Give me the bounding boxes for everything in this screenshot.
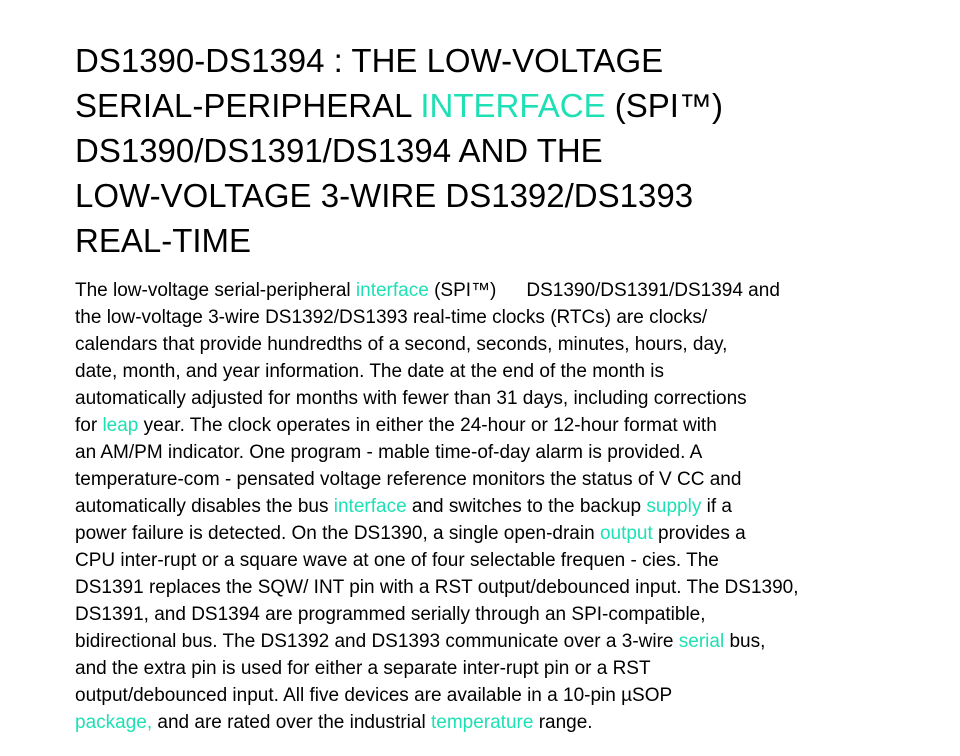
body-text: if a [701, 496, 732, 517]
body-text: and are rated over the industrial [152, 712, 431, 733]
interface-link[interactable]: interface [355, 280, 429, 301]
title-line: DS1390-DS1394 : THE LOW-VOLTAGE [75, 38, 935, 83]
body-line: DS1391, and DS1394 are programmed serial… [75, 601, 935, 628]
body-line: automatically disables the bus interface… [75, 493, 935, 520]
body-text: and switches to the backup [406, 496, 647, 517]
title-line: LOW-VOLTAGE 3-WIRE DS1392/DS1393 [75, 173, 935, 218]
document-title: DS1390-DS1394 : THE LOW-VOLTAGE SERIAL-P… [75, 38, 935, 263]
body-line: CPU inter-rupt or a square wave at one o… [75, 547, 935, 574]
body-line: date, month, and year information. The d… [75, 358, 935, 385]
title-line: REAL-TIME [75, 218, 935, 263]
body-line: output/debounced input. All five devices… [75, 682, 935, 709]
leap-link[interactable]: leap [102, 415, 139, 436]
supply-link[interactable]: supply [646, 496, 702, 517]
body-text: for [75, 415, 103, 436]
body-text: provides a [652, 523, 746, 544]
body-line: The low-voltage serial-peripheral interf… [75, 277, 935, 304]
body-line: temperature-com - pensated voltage refer… [75, 466, 935, 493]
body-line: the low-voltage 3-wire DS1392/DS1393 rea… [75, 304, 935, 331]
body-line: calendars that provide hundredths of a s… [75, 331, 935, 358]
body-text: date, month, and year information. The d… [75, 361, 665, 382]
serial-link[interactable]: serial [678, 631, 725, 652]
title-highlight-link[interactable]: INTERFACE [420, 87, 606, 124]
title-text: SERIAL-PERIPHERAL [75, 87, 421, 124]
body-line: automatically adjusted for months with f… [75, 385, 935, 412]
body-line: bidirectional bus. The DS1392 and DS1393… [75, 628, 935, 655]
body-text: DS1390/DS1391/DS1394 and [526, 280, 780, 301]
body-text: year. The clock operates in either the 2… [138, 415, 717, 436]
body-text: DS1391 replaces the SQW/ INT pin with a … [75, 577, 799, 598]
body-text: automatically disables the bus [75, 496, 334, 517]
body-line: DS1391 replaces the SQW/ INT pin with a … [75, 574, 935, 601]
title-line: SERIAL-PERIPHERAL INTERFACE (SPI™) [75, 83, 935, 128]
body-line: package, and are rated over the industri… [75, 709, 935, 736]
title-line: DS1390/DS1391/DS1394 AND THE [75, 128, 935, 173]
body-text: (SPI™) [428, 280, 497, 301]
body-line: an AM/PM indicator. One program - mable … [75, 439, 935, 466]
body-text: DS1391, and DS1394 are programmed serial… [75, 604, 706, 625]
body-text: CPU inter-rupt or a square wave at one o… [75, 550, 719, 571]
body-line: for leap year. The clock operates in eit… [75, 412, 935, 439]
body-text: and the extra pin is used for either a s… [75, 658, 651, 679]
body-paragraph: The low-voltage serial-peripheral interf… [75, 277, 935, 736]
title-text: REAL-TIME [75, 222, 252, 259]
title-text: LOW-VOLTAGE 3-WIRE DS1392/DS1393 [75, 177, 694, 214]
body-text: calendars that provide hundredths of a s… [75, 334, 728, 355]
body-text: bus, [724, 631, 766, 652]
temperature-link[interactable]: temperature [430, 712, 534, 733]
body-text: automatically adjusted for months with f… [75, 388, 747, 409]
body-text: an AM/PM indicator. One program - mable … [75, 442, 703, 463]
body-text: range. [533, 712, 593, 733]
title-text: DS1390-DS1394 : THE LOW-VOLTAGE [75, 42, 664, 79]
title-text: (SPI™) [605, 87, 723, 124]
package-link[interactable]: package, [75, 712, 153, 733]
output-link[interactable]: output [599, 523, 653, 544]
body-text: power failure is detected. On the DS1390… [75, 523, 600, 544]
body-text: temperature-com - pensated voltage refer… [75, 469, 742, 490]
body-line: and the extra pin is used for either a s… [75, 655, 935, 682]
body-text: bidirectional bus. The DS1392 and DS1393… [75, 631, 679, 652]
interface-link[interactable]: interface [333, 496, 407, 517]
body-text: The low-voltage serial-peripheral [75, 280, 356, 301]
body-text: the low-voltage 3-wire DS1392/DS1393 rea… [75, 307, 708, 328]
title-text: DS1390/DS1391/DS1394 AND THE [75, 132, 603, 169]
body-text: output/debounced input. All five devices… [75, 685, 673, 706]
body-line: power failure is detected. On the DS1390… [75, 520, 935, 547]
